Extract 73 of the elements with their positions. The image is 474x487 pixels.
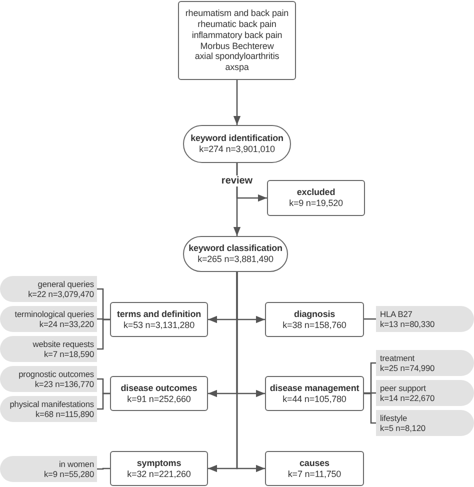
node-title: symptoms <box>136 458 182 468</box>
node-title: treatment <box>380 352 414 363</box>
node-title: disease management <box>270 382 360 394</box>
count-text: k=91 n=252,660 <box>127 394 191 404</box>
connector-line <box>97 468 110 470</box>
keyword-text: inflammatory back pain <box>192 30 282 40</box>
count-text: k=38 n=158,760 <box>282 320 346 330</box>
process-box <box>110 302 208 337</box>
subcategory-tab <box>0 456 97 482</box>
subcategory-tab <box>0 396 97 422</box>
count-text: k=25 n=74,990 <box>380 363 435 374</box>
count-text: k=44 n=105,780 <box>282 394 346 404</box>
count-text: k=53 n=3,131,280 <box>124 320 194 330</box>
connector-line <box>97 392 110 410</box>
node-title: terminological queries <box>14 308 94 319</box>
process-pill <box>183 125 291 163</box>
count-text: k=9 n=19,520 <box>289 198 343 209</box>
node-title: website requests <box>32 338 94 349</box>
process-box <box>265 376 364 411</box>
node-title: causes <box>300 458 330 468</box>
count-text: k=14 n=22,670 <box>380 393 435 404</box>
count-text: k=7 n=11,750 <box>288 468 342 480</box>
subcategory-tab <box>0 306 97 332</box>
subcategory-tab <box>376 410 474 436</box>
count-text: k=32 n=221,260 <box>127 468 191 480</box>
keyword-text: Morbus Bechterew <box>200 40 274 52</box>
keyword-text: rheumatism and back pain <box>185 8 289 19</box>
process-box <box>265 302 364 337</box>
arrow <box>233 80 241 125</box>
count-text: k=9 n=55,280 <box>44 469 94 480</box>
node-title: prognostic outcomes <box>18 368 94 379</box>
node-title: keyword identification <box>190 133 284 144</box>
node-title: keyword classification <box>188 243 282 254</box>
count-text: k=274 n=3,901,010 <box>199 144 275 155</box>
node-title: diagnosis <box>294 308 336 320</box>
process-box <box>110 376 208 411</box>
connector-line <box>97 318 110 350</box>
arrow <box>236 272 265 472</box>
node-title: peer support <box>380 382 426 393</box>
subcategory-tab <box>376 380 474 406</box>
keyword-text: rheumatic back pain <box>198 18 276 30</box>
count-text: k=22 n=3,079,470 <box>28 289 94 300</box>
process-pill <box>183 236 288 272</box>
subcategory-tab <box>376 306 474 332</box>
keyword-text: axspa <box>225 62 249 74</box>
node-title: lifestyle <box>380 412 408 423</box>
keyword-list-box <box>178 1 296 80</box>
connector-line <box>364 392 376 424</box>
connector-line <box>364 318 376 320</box>
subcategory-tab <box>0 276 97 302</box>
process-box <box>267 180 365 216</box>
node-title: general queries <box>38 278 94 289</box>
count-text: k=24 n=33,220 <box>39 319 94 330</box>
node-title: excluded <box>296 187 336 198</box>
count-text: k=23 n=136,770 <box>34 379 94 390</box>
subcategory-tab <box>0 366 97 392</box>
edge-label: review <box>219 176 255 186</box>
count-text: k=68 n=115,890 <box>35 409 94 420</box>
keyword-text: axial spondyloarthritis <box>194 51 280 62</box>
node-title: physical manifestations <box>10 398 94 409</box>
subcategory-tab <box>376 350 474 376</box>
subcategory-tab <box>0 336 97 362</box>
count-text: k=5 n=8,120 <box>380 423 426 434</box>
count-text: k=7 n=18,590 <box>44 349 94 360</box>
count-text: k=13 n=80,330 <box>380 319 435 330</box>
count-text: k=265 n=3,881,490 <box>198 254 274 265</box>
node-title: HLA B27 <box>380 308 412 319</box>
process-box <box>265 451 364 486</box>
node-title: terms and definition <box>116 308 201 320</box>
node-title: in women <box>58 458 94 469</box>
node-title: disease outcomes <box>120 382 198 394</box>
connector-line <box>364 392 376 394</box>
process-box <box>110 451 208 486</box>
